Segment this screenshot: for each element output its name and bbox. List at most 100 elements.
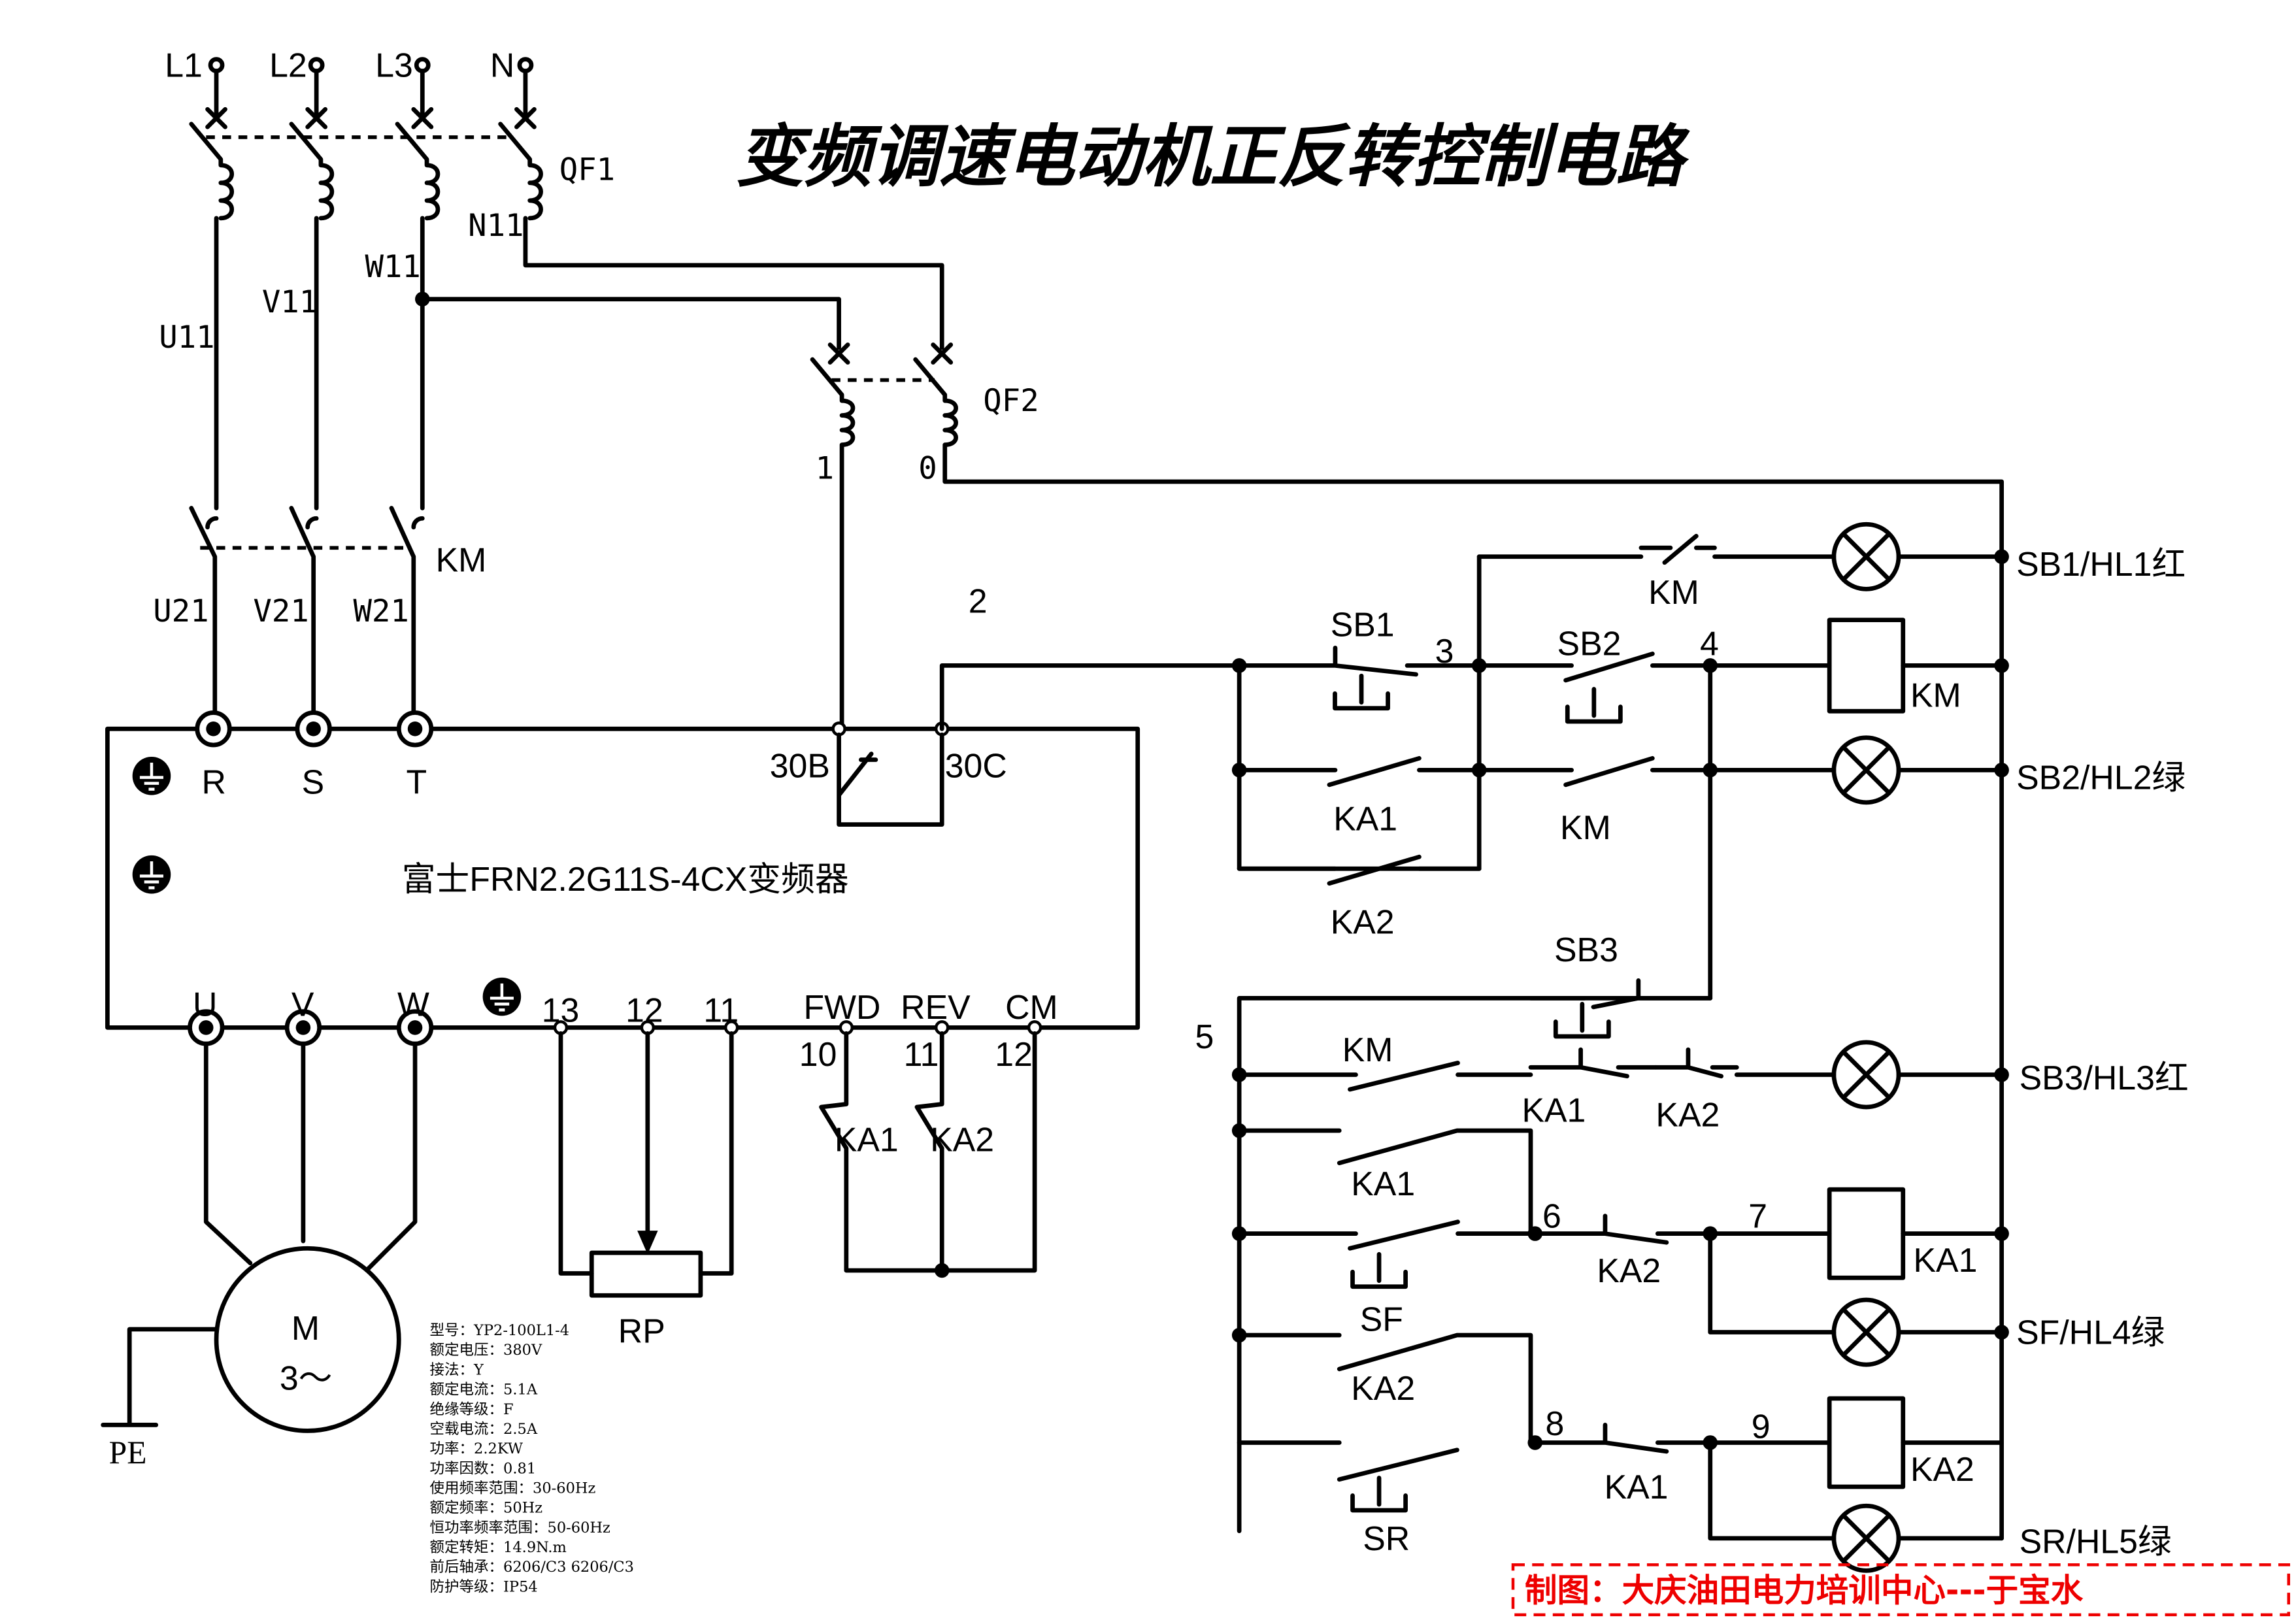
spec-line: 防护等级：IP54 xyxy=(430,1578,538,1595)
label-wire-0: 0 xyxy=(918,450,937,486)
junction xyxy=(1994,763,2009,778)
supply-terminals: L1 L2 L3 N xyxy=(165,46,534,84)
label-30b: 30B xyxy=(770,747,830,785)
label-sr-hl5: SR/HL5绿 xyxy=(2020,1522,2172,1560)
spec-line: 空载电流：2.5A xyxy=(430,1421,538,1438)
motor-sub: 3～ xyxy=(280,1359,333,1397)
label-ka2-hold: KA2 xyxy=(1331,903,1395,940)
label-qf2: QF2 xyxy=(983,383,1039,419)
breaker-qf1: QF1 xyxy=(189,69,615,221)
label-u21: U21 xyxy=(153,593,208,629)
coil-icon xyxy=(1827,1187,1906,1280)
label-sb1: SB1 xyxy=(1331,605,1395,643)
label-ka1-lamp: KA1 xyxy=(1522,1091,1586,1129)
spec-line: 使用频率范围：30-60Hz xyxy=(430,1480,596,1497)
bus-left-top xyxy=(1237,663,1482,871)
motor-label: M xyxy=(291,1309,320,1347)
label-ka2-coil: KA2 xyxy=(1910,1450,1974,1488)
spec-line: 额定电流：5.1A xyxy=(430,1382,538,1399)
lamp-icon xyxy=(1831,735,1901,805)
label-r: R xyxy=(202,763,226,801)
label-t: T xyxy=(407,763,427,801)
ground-icon xyxy=(132,757,171,795)
spec-line: 恒功率频率范围：50-60Hz xyxy=(430,1519,610,1536)
label-v21: V21 xyxy=(253,593,308,629)
spec-line: 额定转矩：14.9N.m xyxy=(430,1539,567,1556)
spec-line: 接法：Y xyxy=(430,1361,485,1378)
pushbutton-icon xyxy=(1553,1001,1611,1039)
label-ka1-self: KA1 xyxy=(1351,1165,1415,1202)
label-12: 12 xyxy=(625,991,663,1029)
spec-line: 额定频率：50Hz xyxy=(430,1500,543,1517)
ground-icon xyxy=(482,977,522,1016)
junction xyxy=(1994,1325,2009,1340)
control-labels: SB1 3 SB2 4 KM KA1 KM KA2 SB3 5 KM KA1 K… xyxy=(1195,573,1771,1557)
label-l1: L1 xyxy=(165,46,203,84)
label-v: V xyxy=(291,985,314,1023)
nc-contact-icon xyxy=(1237,646,1482,677)
inverter: R S T 富士FRN2.2G11S-4CX变频器 30B 30C 2 U V … xyxy=(105,582,1242,1073)
nc-contact-icon xyxy=(1528,978,1713,1010)
label-n11: N11 xyxy=(468,208,524,244)
label-ka2-in: KA2 xyxy=(930,1121,994,1159)
label-km-main: KM xyxy=(436,540,487,578)
label-sb1-hl1: SB1/HL1红 xyxy=(2016,545,2186,583)
no-contact-icon xyxy=(1476,755,1713,787)
wire xyxy=(1708,1440,1837,1541)
potentiometer-rp: RP xyxy=(558,1031,734,1350)
label-ka1-hold: KA1 xyxy=(1333,800,1397,838)
label-sb2-hl2: SB2/HL2绿 xyxy=(2016,759,2186,797)
label-km-aux3: KM xyxy=(1342,1031,1393,1069)
motor: M 3～ PE xyxy=(101,1041,418,1470)
label-w11: W11 xyxy=(365,249,420,285)
nc-contact-icon xyxy=(1533,1214,1713,1245)
spec-line: 功率因数：0.81 xyxy=(430,1460,537,1477)
label-km-coil: KM xyxy=(1910,676,1961,714)
breaker-qf2: QF2 1 0 xyxy=(810,342,2004,1541)
lamp-icon xyxy=(1831,1297,1901,1367)
junction xyxy=(1994,1226,2009,1241)
coil-icon xyxy=(1827,618,1906,714)
inverter-input-contacts: KA1 KA2 xyxy=(819,1031,1037,1278)
pushbutton-icon xyxy=(1565,687,1623,724)
lamp-icon xyxy=(1831,1503,1901,1573)
label-sb3: SB3 xyxy=(1554,931,1618,969)
nc-contact-icon xyxy=(1654,1047,1739,1079)
label-11b: 11 xyxy=(904,1035,939,1073)
label-rev: REV xyxy=(901,988,971,1026)
label-s: S xyxy=(302,763,325,801)
junction xyxy=(1994,1067,2009,1082)
label-ka1-in: KA1 xyxy=(835,1121,899,1159)
wire-w11-branch xyxy=(420,297,841,350)
label-wire-6: 6 xyxy=(1542,1197,1561,1235)
junction xyxy=(1994,549,2009,565)
wire xyxy=(1708,1231,1837,1334)
label-w: W xyxy=(397,985,429,1023)
label-wire-7: 7 xyxy=(1748,1197,1767,1235)
label-km-aux2: KM xyxy=(1560,808,1611,846)
coil-icon xyxy=(1827,1396,1906,1489)
label-ka1-inter: KA1 xyxy=(1605,1468,1669,1506)
spec-line: 绝缘等级：F xyxy=(430,1401,514,1418)
label-w21: W21 xyxy=(353,593,408,629)
label-cm: CM xyxy=(1005,988,1058,1026)
label-l3: L3 xyxy=(375,46,413,84)
label-wire-4: 4 xyxy=(1700,625,1719,663)
label-ka2-inter: KA2 xyxy=(1597,1251,1661,1289)
label-13: 13 xyxy=(542,991,580,1029)
label-10: 10 xyxy=(799,1035,837,1073)
label-ka2-self: KA2 xyxy=(1351,1369,1415,1407)
label-ka2-lamp: KA2 xyxy=(1655,1095,1720,1133)
pushbutton-icon xyxy=(1333,673,1390,711)
nc-contact-icon xyxy=(1528,1047,1658,1079)
label-fwd: FWD xyxy=(804,988,881,1026)
label-11: 11 xyxy=(703,991,739,1029)
label-30c: 30C xyxy=(945,747,1007,785)
label-ka1-coil: KA1 xyxy=(1914,1241,1978,1279)
no-contact-icon xyxy=(1476,652,1713,683)
label-wire-8: 8 xyxy=(1546,1404,1565,1442)
wire xyxy=(1237,1333,1533,1445)
label-u11: U11 xyxy=(159,320,214,356)
ground-icon xyxy=(132,855,171,894)
